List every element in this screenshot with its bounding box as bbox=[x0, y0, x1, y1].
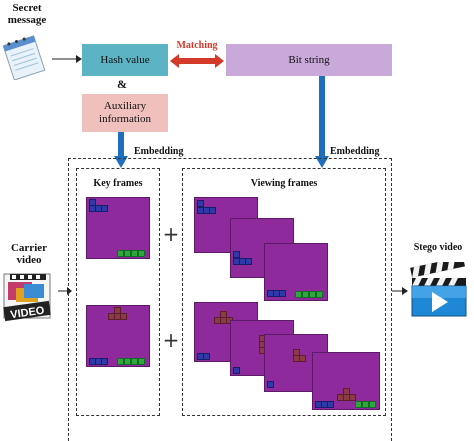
embedding-label-right: Embedding bbox=[330, 146, 380, 157]
video-file-icon: VIDEO bbox=[3, 273, 51, 322]
embedding-label-left: Embedding bbox=[134, 146, 184, 157]
viewing-frame-bottom-4 bbox=[312, 352, 380, 410]
viewing-frame-top-3 bbox=[264, 243, 328, 301]
viewing-frames-dashed-box bbox=[182, 168, 386, 416]
bit-string-box: Bit string bbox=[226, 44, 392, 76]
key-frame-2 bbox=[86, 305, 150, 367]
embedding-arrow-left bbox=[114, 132, 128, 168]
embedding-arrow-right bbox=[315, 76, 329, 168]
plus-sign-top: + bbox=[162, 222, 180, 246]
matching-label: Matching bbox=[176, 40, 218, 51]
auxiliary-information-box: Auxiliary information bbox=[82, 94, 168, 132]
hash-value-label: Hash value bbox=[100, 53, 150, 66]
key-frames-dashed-box bbox=[76, 168, 160, 416]
hash-value-box: Hash value bbox=[82, 44, 168, 76]
svg-text:VIDEO: VIDEO bbox=[10, 305, 46, 322]
notepad-icon bbox=[2, 35, 46, 80]
arrow-carrier-to-embedding bbox=[58, 287, 72, 295]
secret-message-label: Secret message bbox=[7, 2, 47, 26]
auxiliary-information-label: Auxiliary information bbox=[99, 100, 151, 125]
stego-video-label: Stego video bbox=[413, 242, 463, 253]
clapperboard-play-icon bbox=[410, 262, 467, 317]
plus-sign-bottom: + bbox=[162, 328, 180, 352]
ampersand-label: & bbox=[117, 77, 127, 91]
carrier-video-label: Carrier video bbox=[10, 242, 48, 266]
viewing-frames-label: Viewing frames bbox=[250, 178, 318, 189]
arrow-notepad-to-hash bbox=[52, 55, 82, 63]
arrow-embedding-to-stego bbox=[392, 287, 408, 295]
embedding-outer-dashed-box bbox=[68, 158, 392, 441]
bit-string-label: Bit string bbox=[288, 53, 330, 66]
key-frames-label: Key frames bbox=[93, 178, 143, 189]
matching-double-arrow bbox=[170, 54, 224, 68]
key-frame-1 bbox=[86, 197, 150, 259]
